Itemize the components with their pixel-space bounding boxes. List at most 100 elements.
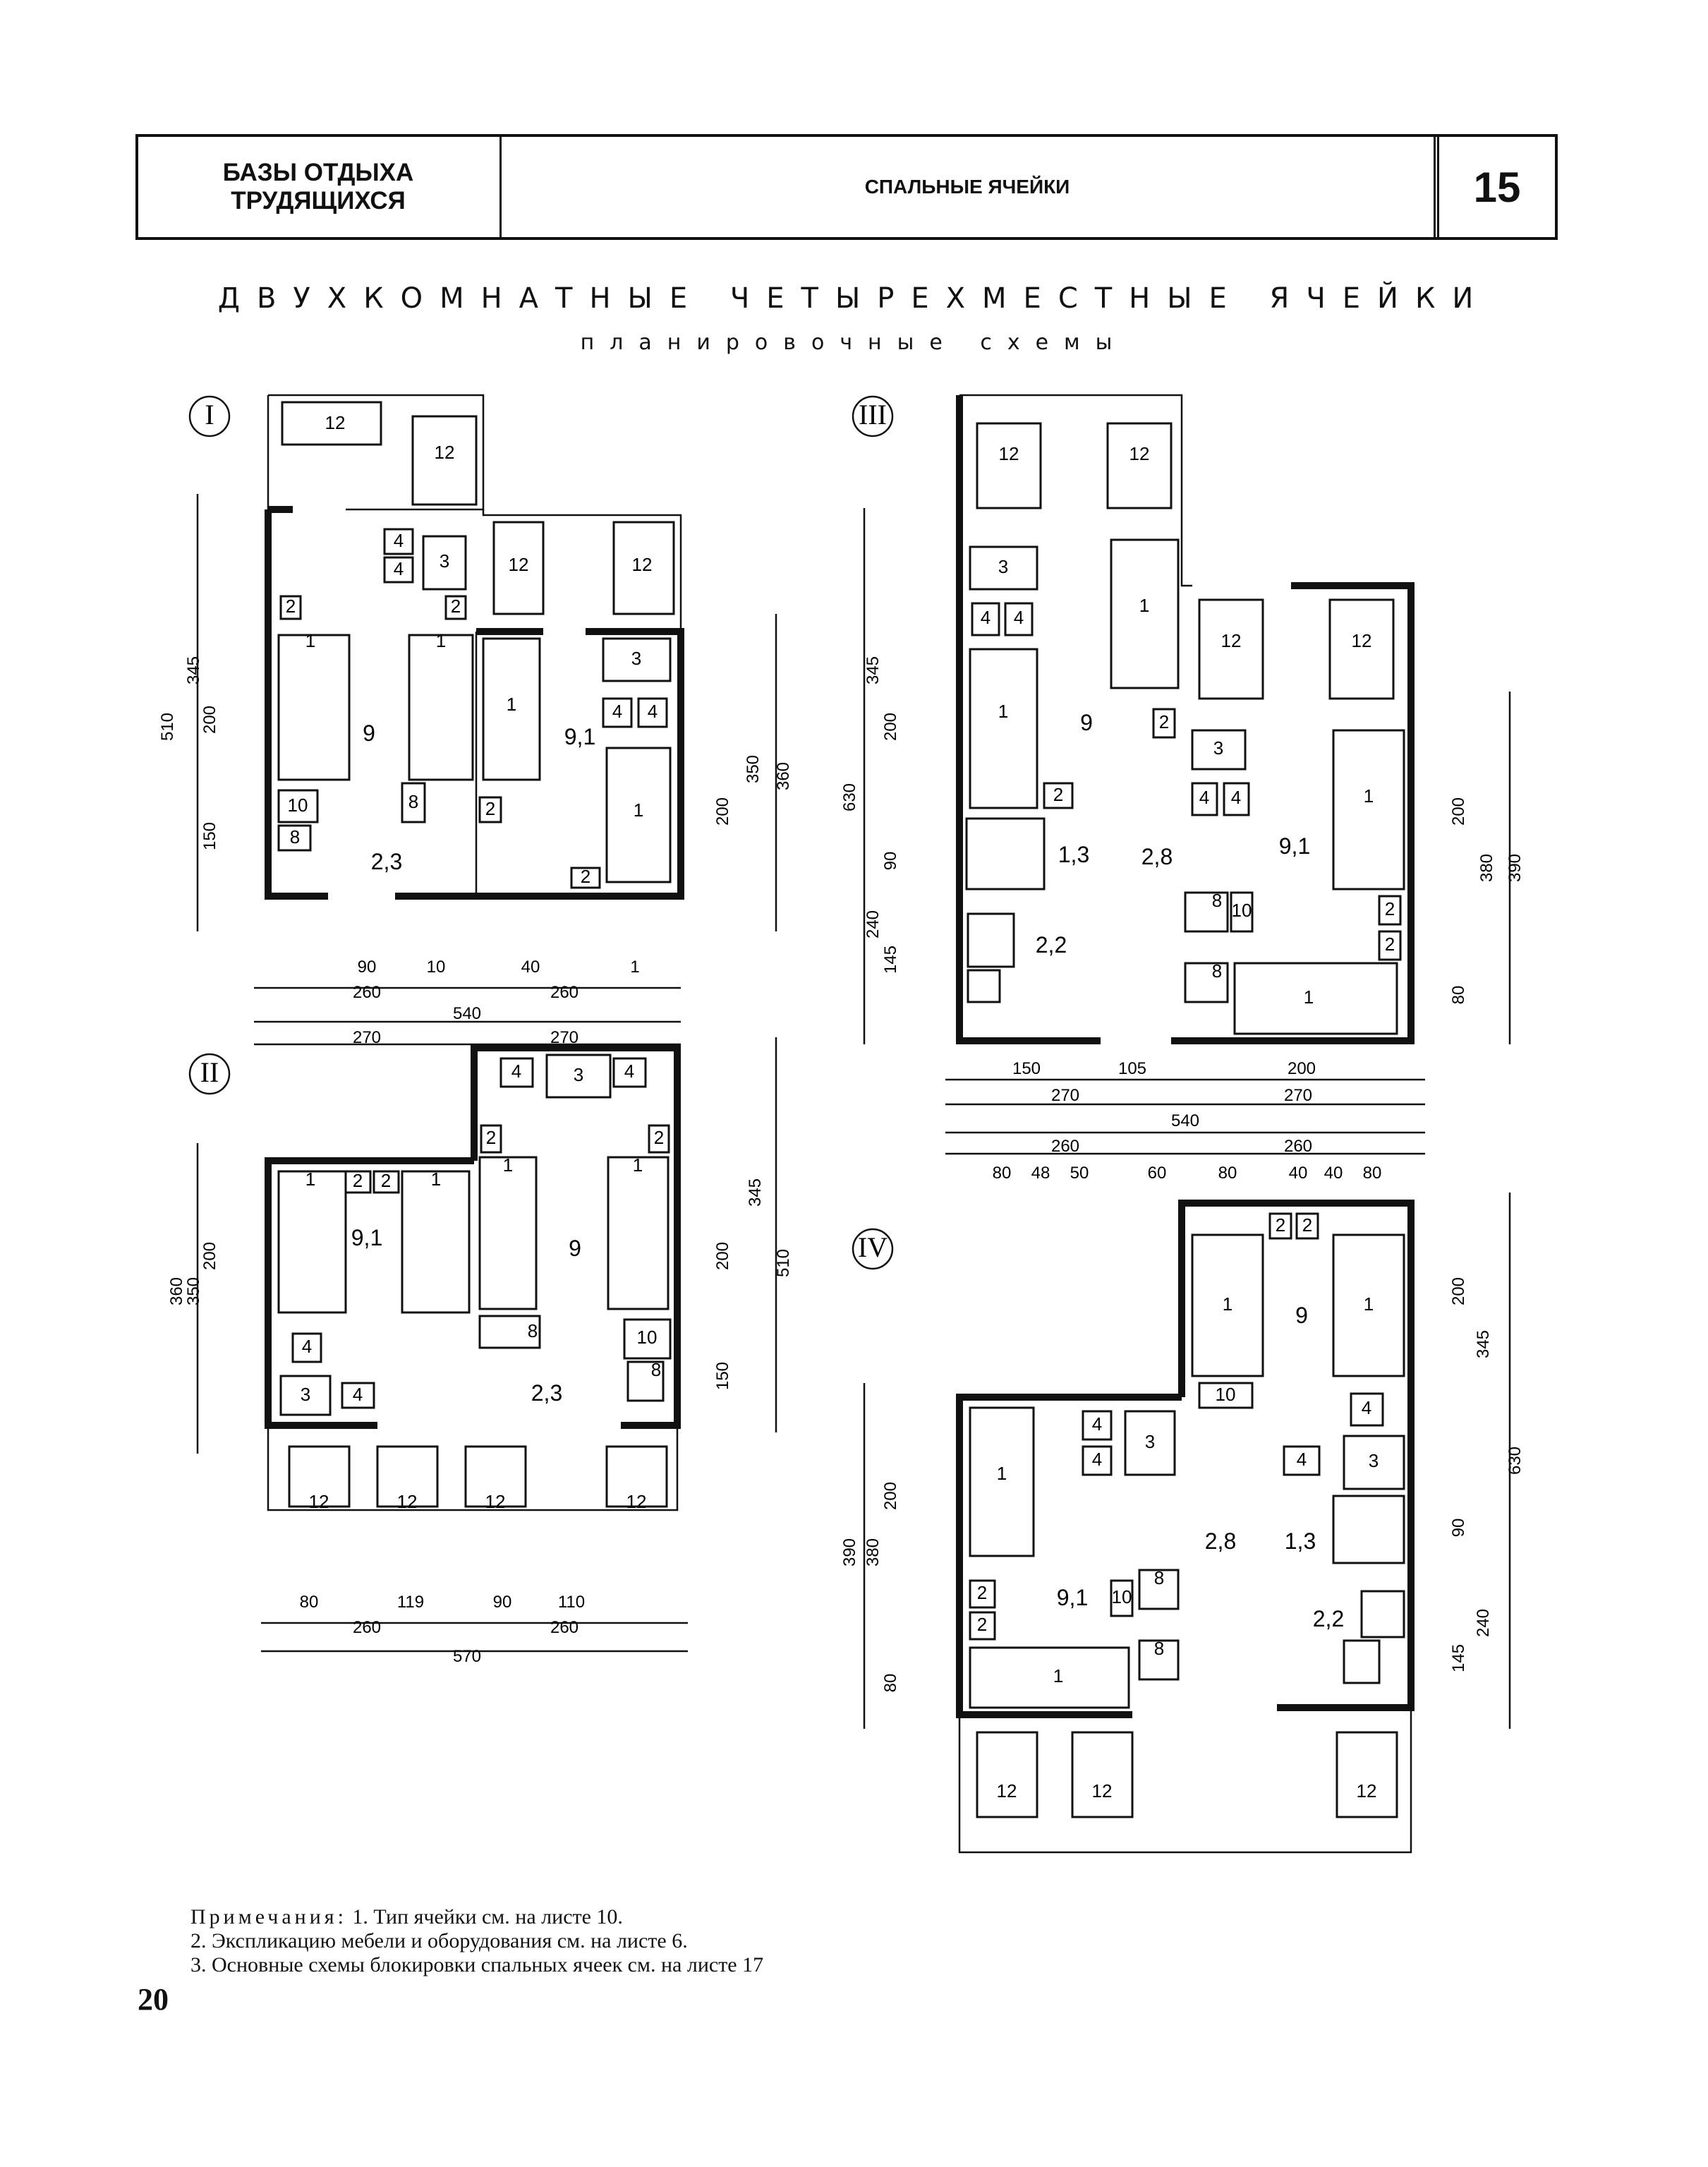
room-area: 2,8 — [1205, 1528, 1236, 1554]
svg-text:8: 8 — [408, 791, 418, 812]
wall — [265, 1157, 474, 1429]
svg-text:8: 8 — [290, 826, 300, 847]
plan-numeral: II — [200, 1056, 219, 1088]
room-area: 1,3 — [1285, 1528, 1316, 1554]
room-area: 2,3 — [531, 1380, 562, 1406]
wall — [482, 509, 682, 632]
wall — [956, 395, 1101, 1044]
plan-numeral: IV — [858, 1231, 888, 1263]
svg-text:260: 260 — [550, 1618, 579, 1637]
svg-text:8: 8 — [1212, 890, 1222, 911]
svg-text:1: 1 — [305, 1169, 315, 1190]
svg-text:1: 1 — [1223, 1293, 1232, 1315]
svg-text:90: 90 — [358, 958, 377, 977]
svg-text:2: 2 — [977, 1614, 987, 1635]
svg-text:3: 3 — [1369, 1450, 1379, 1471]
svg-text:4: 4 — [1092, 1413, 1102, 1435]
svg-text:4: 4 — [1231, 787, 1241, 808]
svg-text:1: 1 — [1364, 1293, 1374, 1315]
wall — [959, 394, 1183, 526]
svg-text:380: 380 — [864, 1538, 883, 1567]
svg-text:4: 4 — [648, 701, 658, 722]
note-1: 1. Тип ячейки см. на листе 10. — [352, 1905, 623, 1928]
svg-text:200: 200 — [1449, 1277, 1468, 1305]
svg-text:12: 12 — [435, 442, 455, 463]
svg-text:380: 380 — [1477, 854, 1496, 882]
svg-text:1: 1 — [305, 630, 315, 651]
svg-text:1: 1 — [431, 1169, 441, 1190]
svg-text:200: 200 — [200, 1242, 219, 1270]
svg-text:10: 10 — [1112, 1586, 1132, 1607]
svg-text:4: 4 — [624, 1061, 634, 1082]
svg-text:260: 260 — [1051, 1137, 1079, 1156]
svg-text:8: 8 — [651, 1359, 661, 1380]
svg-text:2: 2 — [581, 866, 590, 887]
wall — [1178, 1200, 1415, 1711]
svg-text:119: 119 — [397, 1593, 424, 1612]
svg-text:4: 4 — [1362, 1397, 1371, 1418]
svg-text:2: 2 — [654, 1127, 664, 1148]
svg-text:80: 80 — [881, 1674, 900, 1693]
series-title: БАЗЫ ОТДЫХА ТРУДЯЩИХСЯ — [222, 159, 414, 215]
svg-text:12: 12 — [626, 1491, 647, 1512]
room-area: 9,1 — [564, 724, 595, 749]
svg-text:260: 260 — [353, 983, 381, 1002]
svg-text:200: 200 — [881, 1482, 900, 1510]
svg-text:200: 200 — [713, 797, 732, 826]
svg-text:8: 8 — [1154, 1567, 1164, 1588]
svg-text:200: 200 — [1449, 797, 1468, 826]
svg-text:145: 145 — [1449, 1644, 1468, 1672]
wall — [267, 1425, 679, 1511]
drawing-subtitle: планировочные схемы — [580, 330, 1128, 355]
svg-text:8: 8 — [1212, 960, 1222, 982]
wall — [395, 628, 684, 900]
room-area: 9,1 — [1057, 1585, 1088, 1610]
wall — [265, 509, 328, 900]
svg-text:345: 345 — [1474, 1330, 1493, 1358]
svg-text:105: 105 — [1118, 1059, 1146, 1078]
svg-text:12: 12 — [999, 443, 1019, 464]
svg-text:1: 1 — [1304, 986, 1314, 1008]
drawing-title: ДВУХКОМНАТНЫЕ ЧЕТЫРЕХМЕСТНЫЕ ЯЧЕЙКИ — [217, 282, 1491, 315]
svg-text:3: 3 — [574, 1064, 583, 1085]
room-area: 1,3 — [1058, 842, 1089, 867]
room-area: 9 — [1080, 710, 1093, 735]
svg-text:12: 12 — [1221, 630, 1242, 651]
svg-text:510: 510 — [774, 1249, 793, 1277]
svg-text:510: 510 — [158, 713, 177, 741]
svg-text:12: 12 — [1352, 630, 1372, 651]
room-area: 2,3 — [371, 849, 402, 874]
wall — [1180, 526, 1192, 587]
svg-text:1: 1 — [503, 1154, 513, 1176]
svg-text:90: 90 — [881, 852, 900, 871]
room-area: 2,2 — [1036, 932, 1067, 958]
svg-text:360: 360 — [774, 762, 793, 790]
svg-text:2: 2 — [286, 596, 296, 617]
svg-text:60: 60 — [1148, 1164, 1167, 1183]
plan-II: II 1 1 2 2 4 3 4 9,1 4 3 4 2 2 1 1 8 10 … — [167, 1037, 793, 1666]
svg-text:10: 10 — [1232, 900, 1252, 921]
svg-text:90: 90 — [1449, 1519, 1468, 1538]
svg-text:1: 1 — [633, 1154, 643, 1176]
svg-text:260: 260 — [353, 1618, 381, 1637]
svg-text:4: 4 — [1297, 1449, 1307, 1470]
note-2: 2. Экспликацию мебели и оборудования см.… — [190, 1929, 688, 1952]
svg-text:200: 200 — [881, 713, 900, 741]
page-number: 20 — [138, 1982, 169, 2017]
room-area: 2,8 — [1141, 844, 1173, 869]
svg-text:260: 260 — [550, 983, 579, 1002]
svg-text:540: 540 — [453, 1004, 481, 1023]
wall — [268, 394, 485, 511]
svg-text:2: 2 — [486, 1127, 496, 1148]
svg-text:12: 12 — [397, 1491, 418, 1512]
svg-text:4: 4 — [612, 701, 622, 722]
room-area: 9,1 — [351, 1225, 382, 1250]
svg-text:345: 345 — [184, 656, 203, 684]
svg-text:2: 2 — [1302, 1214, 1312, 1236]
svg-text:2: 2 — [1276, 1214, 1285, 1236]
svg-text:4: 4 — [1014, 607, 1024, 628]
svg-text:12: 12 — [1092, 1780, 1113, 1801]
svg-text:240: 240 — [1474, 1609, 1493, 1637]
svg-text:4: 4 — [394, 558, 404, 579]
